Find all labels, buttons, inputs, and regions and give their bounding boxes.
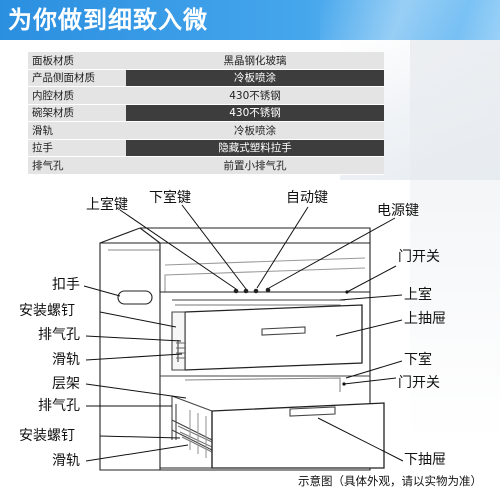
spec-row: 滑轨冷板喷涂 — [28, 121, 384, 140]
spec-key: 内腔材质 — [28, 86, 126, 105]
diagram-caption: 示意图（具体外观，请以实物为准） — [298, 474, 482, 488]
spec-key: 面板材质 — [28, 52, 126, 70]
spec-value: 黑晶钢化玻璃 — [126, 52, 384, 70]
spec-key: 碗架材质 — [28, 104, 126, 122]
leader-screw-2 — [99, 435, 181, 439]
label-upper-key: 上室键 — [86, 197, 128, 213]
upper-drawer-front — [184, 304, 363, 371]
leader-door-switch-top — [346, 265, 397, 293]
label-auto-key: 自动键 — [286, 190, 328, 206]
label-vent-1: 排气孔 — [38, 327, 80, 343]
leader-rail-1 — [85, 353, 183, 361]
lower-drawer-handle — [289, 406, 336, 417]
spec-key: 拉手 — [28, 139, 126, 157]
spec-key: 产品侧面材质 — [28, 69, 126, 87]
label-power-key: 电源键 — [377, 203, 419, 219]
banner-title: 为你做到细致入微 — [8, 6, 208, 34]
spec-value: 430不锈钢 — [126, 86, 384, 105]
label-vent-2: 排气孔 — [38, 398, 80, 414]
label-handle: 扣手 — [52, 277, 80, 293]
leader-rail-2 — [85, 444, 189, 462]
spec-value: 冷板喷涂 — [126, 69, 384, 87]
spec-row: 产品侧面材质冷板喷涂 — [28, 69, 384, 87]
auto-key-button — [253, 288, 259, 294]
leader-door-switch-bottom — [343, 377, 397, 385]
leader-auto-key — [256, 206, 309, 289]
spec-key: 排气孔 — [28, 156, 126, 175]
upper-key-button — [233, 288, 239, 294]
spec-row: 面板材质黑晶钢化玻璃 — [28, 52, 384, 70]
leader-screw-1 — [99, 311, 177, 328]
leader-upper-key — [119, 209, 237, 290]
spec-value: 隐藏式塑料拉手 — [126, 139, 384, 157]
spec-value: 前置小排气孔 — [126, 156, 384, 175]
title-banner: 为你做到细致入微 — [0, 0, 500, 40]
label-upper-drawer: 上抽屉 — [404, 311, 446, 327]
label-upper-chamber: 上室 — [404, 287, 432, 303]
lower-drawer-front — [211, 402, 385, 469]
label-lower-key: 下室键 — [149, 190, 191, 206]
label-lower-chamber: 下室 — [404, 352, 432, 368]
label-shelf: 层架 — [52, 376, 80, 392]
cabinet-top — [99, 227, 371, 244]
label-screw-1: 安装螺钉 — [19, 303, 75, 319]
control-panel — [159, 242, 371, 293]
spec-key: 滑轨 — [28, 121, 126, 140]
spec-row: 拉手隐藏式塑料拉手 — [28, 139, 384, 157]
label-screw-2: 安装螺钉 — [19, 428, 75, 444]
lower-key-button — [243, 288, 249, 294]
leader-upper-drawer — [335, 319, 403, 337]
upper-drawer-handle — [261, 326, 306, 336]
spec-row: 排气孔前置小排气孔 — [28, 156, 384, 175]
leader-handle — [83, 285, 121, 297]
spec-value: 冷板喷涂 — [126, 121, 384, 140]
banner-decoration — [320, 0, 500, 40]
label-door-switch-bottom: 门开关 — [398, 375, 440, 391]
leader-lower-drawer — [317, 417, 404, 462]
background-gradient — [410, 40, 500, 440]
side-handle — [117, 290, 153, 305]
leader-lower-chamber — [345, 360, 403, 379]
leader-lower-key — [181, 204, 247, 290]
spec-value: 430不锈钢 — [126, 104, 384, 122]
leader-upper-chamber — [339, 294, 403, 301]
leader-shelf — [85, 383, 187, 399]
label-lower-drawer: 下抽屉 — [404, 452, 446, 468]
leader-power-key — [268, 217, 396, 289]
leader-vent-1 — [85, 335, 182, 342]
label-door-switch-top: 门开关 — [398, 249, 440, 265]
label-rail-1: 滑轨 — [52, 352, 80, 368]
label-rail-2: 滑轨 — [52, 453, 80, 469]
power-key-button — [265, 287, 271, 293]
